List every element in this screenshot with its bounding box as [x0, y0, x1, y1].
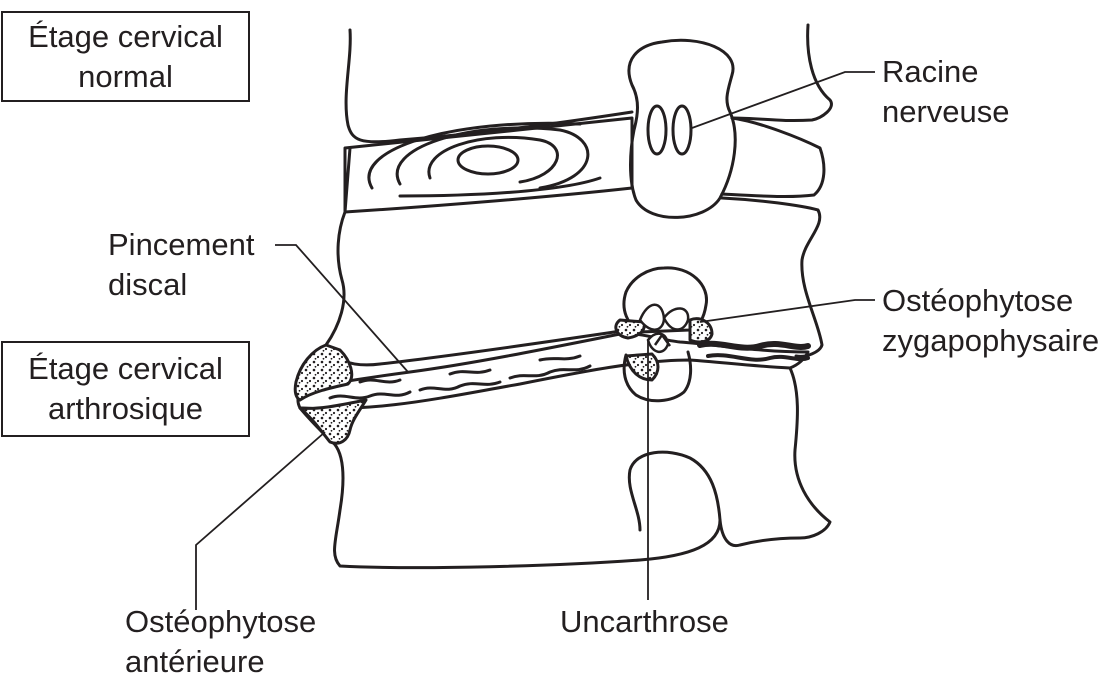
- zygapophyseal-osteophyte: [688, 317, 714, 344]
- normal-level-box: Étage cervical normal: [1, 11, 250, 102]
- nerve-root-label: Racine nerveuse: [882, 54, 1010, 129]
- zygapophyseal-osteophytosis-label: Ostéophytose zygapophysaire: [882, 283, 1100, 358]
- leader-disc-pinching: [275, 244, 409, 373]
- pinched-disc: [296, 332, 810, 411]
- leader-zygapophyseal: [699, 299, 875, 323]
- upper-articular-pillar: [627, 38, 737, 219]
- normal-disc: [343, 116, 634, 214]
- lower-articular-pillar: [622, 350, 693, 403]
- anterior-osteophyte-lower: [298, 398, 368, 445]
- arthritic-level-label: Étage cervical arthrosique: [28, 351, 223, 426]
- uncus-leaf-2: [662, 307, 690, 331]
- disc-ring: [456, 144, 520, 176]
- anterior-osteophyte-upper: [293, 343, 354, 402]
- uncus-osteophyte-lower: [624, 352, 660, 382]
- nerve-root-oval-2: [671, 104, 693, 156]
- arthritic-level-box: Étage cervical arthrosique: [1, 341, 250, 437]
- lower-vertebra-outline: [298, 406, 722, 570]
- normal-level-label: Étage cervical normal: [28, 18, 223, 94]
- leader-nerve-root: [691, 71, 875, 129]
- leader-anterior-osteophyte: [195, 431, 326, 610]
- anterior-osteophytosis-label: Ostéophytose antérieure: [125, 604, 317, 679]
- zygapophyseal-joint-line: [697, 340, 811, 351]
- upper-vertebra-right-outline: [730, 23, 833, 123]
- nerve-root-oval-1: [646, 104, 668, 156]
- uncus-leaf-1: [638, 303, 666, 331]
- disc-pinching-label: Pincement discal: [108, 227, 255, 302]
- uncarthrosis-label: Uncarthrose: [560, 604, 729, 639]
